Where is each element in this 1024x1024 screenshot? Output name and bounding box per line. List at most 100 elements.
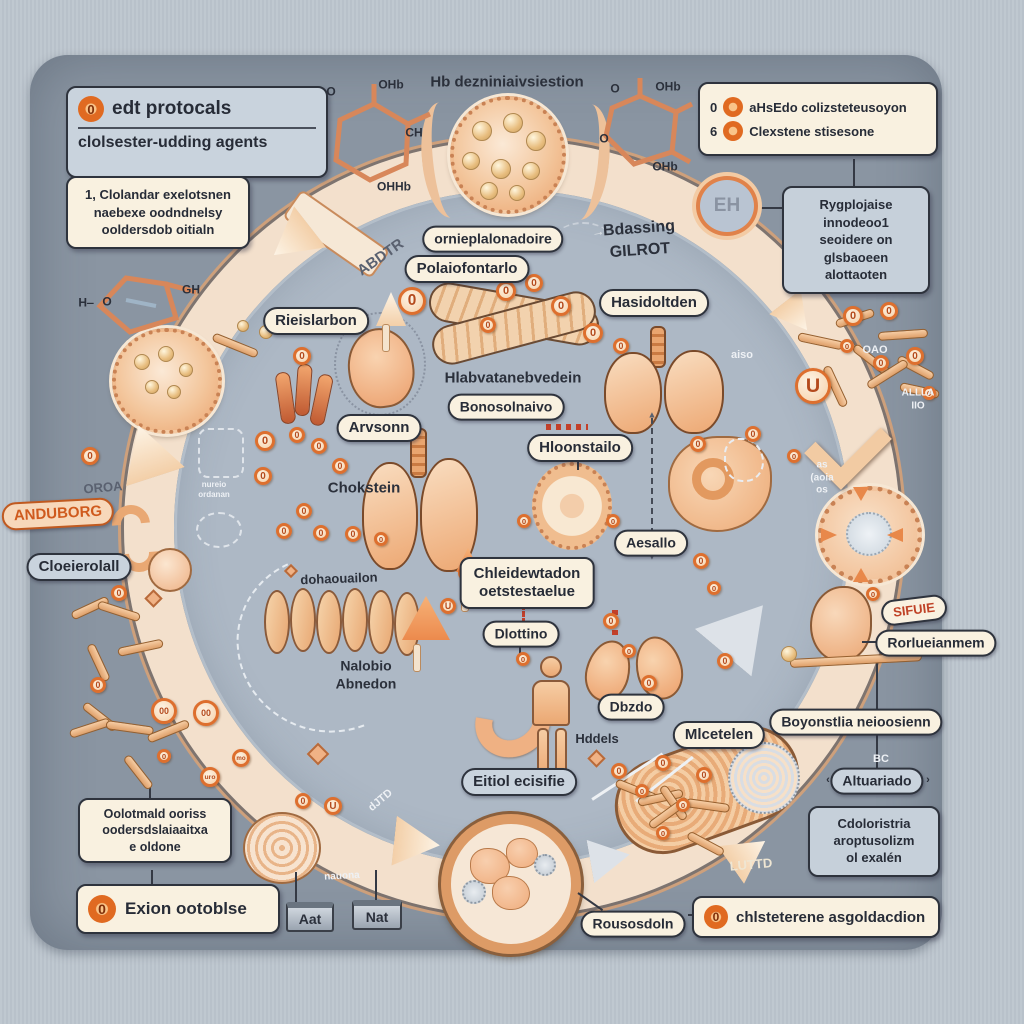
lungs-right-icon — [604, 352, 662, 434]
molecule-droplet-icon: 0 — [295, 793, 311, 809]
diagram-label: Chokstein — [327, 479, 401, 497]
aggregation-label: chlsteterene asgoldacdion — [736, 908, 926, 926]
molecule-droplet-icon: 0 — [922, 386, 936, 400]
molecule-droplet-icon: mo — [232, 749, 250, 767]
sphere-icon — [522, 162, 540, 180]
numbered-note-box: 1, Clolandar exelotsnen naebexe oodndnel… — [66, 176, 250, 249]
molecule-droplet-icon: U — [440, 598, 456, 614]
molecule-droplet-icon: 0 — [516, 652, 530, 666]
badge-icon — [723, 97, 744, 117]
badge-icon — [723, 121, 744, 141]
molecule-droplet-icon: 0 — [866, 587, 880, 601]
molecule-droplet-icon: 0 — [690, 436, 706, 452]
sphere-icon — [462, 152, 480, 170]
magnified-cluster-circle-icon — [441, 814, 581, 954]
dashed-arc — [556, 222, 610, 254]
molecule-droplet-icon: 0 — [293, 347, 311, 365]
vesicle-icon — [148, 548, 192, 592]
sphere-icon — [480, 182, 498, 200]
molecule-droplet-icon: 0 — [880, 302, 898, 320]
molecule-droplet-icon: 00 — [151, 698, 177, 724]
eh-badge: EH — [696, 176, 758, 236]
molecule-droplet-icon: 0 — [873, 355, 889, 371]
molecule-droplet-icon: 0 — [111, 585, 127, 601]
sphere-icon — [145, 380, 159, 394]
molecule-droplet-icon: 0 — [157, 749, 171, 763]
molecule-droplet-icon: 0 — [525, 274, 543, 292]
molecule-droplet-icon: 0 — [603, 613, 619, 629]
molecule-droplet-icon: 0 — [696, 767, 712, 783]
molecule-droplet-icon: 0 — [843, 306, 863, 326]
chemical-structure-icon — [96, 275, 197, 335]
sphere-icon — [526, 131, 546, 151]
molecule-droplet-icon: 0 — [635, 784, 649, 798]
spiral-cell-icon — [243, 812, 321, 884]
muscle-fiber-icon — [264, 590, 290, 654]
diagram-label: ▲ — [647, 409, 657, 420]
molecule-droplet-icon: 0 — [551, 296, 571, 316]
tab-aat: Aat — [286, 902, 334, 932]
molecule-droplet-icon: 00 — [193, 700, 219, 726]
human-figure-icon — [532, 680, 570, 726]
diagram-pill: Hasidoltden — [599, 289, 709, 317]
diagram-label: Hlabvatanebvedein — [444, 369, 582, 387]
protocol-header-box: 0 edt protocals clolsester-udding agents — [66, 86, 328, 178]
red-dashed-connector — [522, 604, 525, 624]
molecule-droplet-icon: 0 — [289, 427, 305, 443]
molecule-droplet-icon: 0 — [374, 532, 388, 546]
molecule-droplet-icon: 0 — [745, 426, 761, 442]
diagram-label: Nalobio Abnedon — [335, 657, 397, 692]
molecule-droplet-icon: 0 — [693, 553, 709, 569]
diagram-label: › — [926, 774, 930, 787]
lungs-center-icon — [362, 462, 418, 570]
dashed-placeholder-box — [198, 428, 244, 478]
molecule-droplet-icon: 0 — [496, 281, 516, 301]
molecule-droplet-icon: 0 — [611, 763, 627, 779]
diagram-label: as (aoia os — [810, 459, 834, 496]
diagram-label: OROA — [82, 478, 124, 497]
cell-cross-section-left-icon — [112, 328, 222, 434]
molecule-droplet-icon: 0 — [583, 323, 603, 343]
arrow-shaft — [413, 644, 421, 672]
molecule-droplet-icon: 0 — [906, 347, 924, 365]
header-subtitle: clolsester-udding agents — [78, 127, 316, 152]
cochlea-spiral-icon — [692, 458, 734, 500]
diagram-label: nureio ordanan — [198, 480, 230, 499]
muscle-fiber-icon — [368, 590, 394, 654]
cell-nucleus-center-icon — [532, 462, 612, 550]
diagram-pill: Boyonstlia neioosienn — [769, 708, 943, 736]
molecule-droplet-icon: 0 — [656, 826, 670, 840]
diagram-label: Hddels — [575, 730, 619, 746]
molecule-droplet-icon: 0 — [613, 338, 629, 354]
aggregation-box: 0 chlsteterene asgoldacdion — [692, 896, 940, 938]
diagram-label: ‹ — [826, 774, 830, 787]
sphere-icon — [491, 159, 511, 179]
diagram-pill: Arvsonn — [336, 414, 422, 442]
connector-line — [375, 870, 377, 903]
molecule-droplet-icon: 0 — [676, 798, 690, 812]
dashed-double-arrow — [651, 418, 653, 554]
sphere-icon — [509, 185, 525, 201]
molecule-droplet-icon: 0 — [296, 503, 312, 519]
diagram-label: ALLLA IIO — [901, 387, 935, 412]
molecule-droplet-icon: 0 — [480, 317, 496, 333]
cell-blob-icon — [462, 880, 486, 904]
sphere-icon — [167, 385, 181, 399]
organ-blob-icon — [810, 586, 872, 662]
diagram-pill: Rousosdoln — [580, 910, 686, 938]
badge-icon: 0 — [704, 905, 728, 929]
diagram-label: OHb — [652, 159, 678, 174]
chemical-structure-icon — [603, 78, 694, 167]
vessel-plaque-icon — [728, 742, 800, 814]
diagram-pill: Aesallo — [614, 529, 688, 557]
molecule-droplet-icon: 0 — [255, 431, 275, 451]
dashed-placeholder-box — [724, 438, 764, 482]
diagram-pill: Bonosolnaivo — [447, 393, 565, 421]
diagram-label: nauona — [323, 869, 361, 883]
header-title: edt protocals — [112, 98, 232, 119]
diagram-label: OAO — [862, 344, 888, 357]
molecule-droplet-icon: U — [324, 797, 342, 815]
molecule-droplet-icon: 0 — [606, 514, 620, 528]
